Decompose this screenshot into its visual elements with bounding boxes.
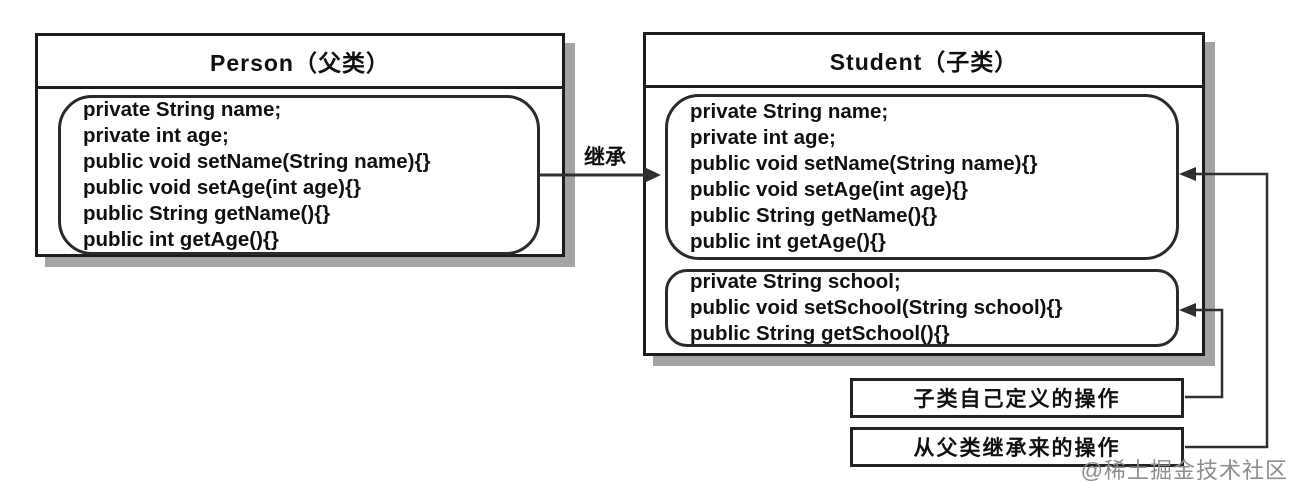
student-member-line: public int getAge(){} <box>690 230 886 253</box>
student-class-title: Student（子类） <box>646 35 1202 88</box>
student-inherited-members-compartment: private String name; private int age; pu… <box>665 94 1179 260</box>
student-class-body: private String name; private int age; pu… <box>646 88 1202 353</box>
watermark-text: @稀土掘金技术社区 <box>1080 458 1288 483</box>
student-member-line: public String getName(){} <box>690 204 938 227</box>
student-member-line: public void setName(String name){} <box>690 152 1038 175</box>
person-member-line: public void setAge(int age){} <box>83 176 361 199</box>
person-class-body: private String name; private int age; pu… <box>38 89 562 255</box>
student-member-line: public void setAge(int age){} <box>690 178 968 201</box>
callout-inherited-operations: 从父类继承来的操作 <box>850 427 1184 467</box>
inheritance-arrow-label: 继承 <box>584 146 626 169</box>
person-member-line: public String getName(){} <box>83 202 331 225</box>
person-class-box: Person（父类） private String name; private … <box>35 33 565 257</box>
student-member-line: private int age; <box>690 126 836 149</box>
person-members-compartment: private String name; private int age; pu… <box>58 95 540 255</box>
student-member-line: private String name; <box>690 100 889 123</box>
student-class-box: Student（子类） private String name; private… <box>643 32 1205 356</box>
person-member-line: public void setName(String name){} <box>83 150 431 173</box>
callout-own-operations: 子类自己定义的操作 <box>850 378 1184 418</box>
person-member-line: private int age; <box>83 124 229 147</box>
student-member-line: public void setSchool(String school){} <box>690 296 1063 319</box>
student-own-members-compartment: private String school; public void setSc… <box>665 269 1179 347</box>
person-member-line: private String name; <box>83 98 282 121</box>
person-class-title: Person（父类） <box>38 36 562 89</box>
student-member-line: private String school; <box>690 270 901 293</box>
student-member-line: public String getSchool(){} <box>690 322 950 345</box>
person-member-line: public int getAge(){} <box>83 228 279 251</box>
